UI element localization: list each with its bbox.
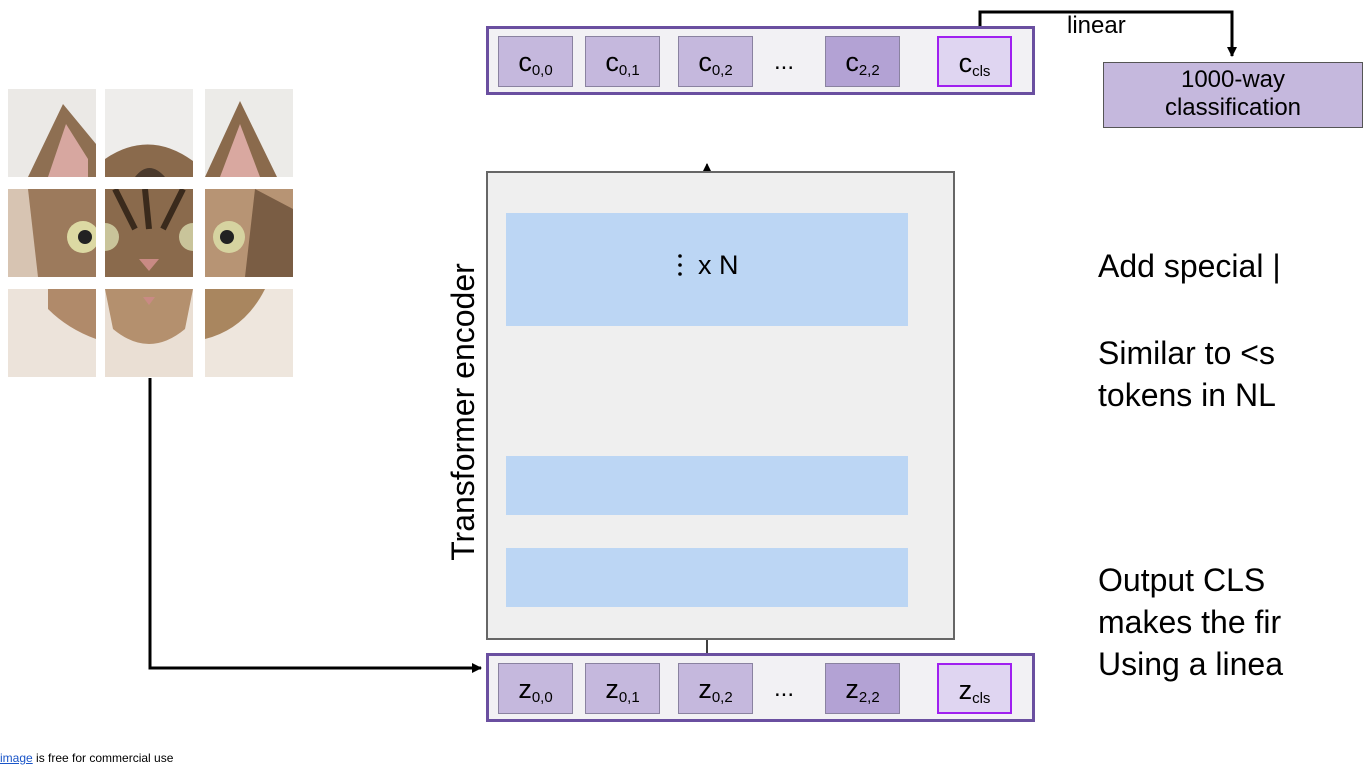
image-patch	[8, 189, 96, 277]
image-credit-text: is free for commercial use	[32, 751, 174, 765]
input-token: z0,1	[585, 663, 660, 714]
image-credit: image is free for commercial use	[0, 751, 173, 765]
class-line-2: classification	[1164, 94, 1302, 121]
output-token: c0,2	[678, 36, 753, 87]
image-credit-link[interactable]: image	[0, 751, 33, 765]
encoder-layer	[506, 213, 908, 272]
side-text-line: Using a linea	[1098, 646, 1283, 682]
image-patch	[105, 89, 193, 177]
encoder-layer	[506, 267, 908, 326]
encoder-layer	[506, 548, 908, 607]
output-token: c0,0	[498, 36, 573, 87]
linear-label: linear	[1067, 12, 1126, 39]
side-text-line: Output CLS	[1098, 562, 1266, 598]
image-patch	[8, 89, 96, 177]
classification-box: 1000-way classification	[1103, 62, 1363, 128]
side-text-line: tokens in NL	[1098, 377, 1276, 413]
class-line-1: 1000-way	[1180, 66, 1286, 93]
patch-to-embedding-arrow	[148, 378, 482, 673]
image-patch	[205, 289, 293, 377]
input-token: z0,2	[678, 663, 753, 714]
encoder-layer	[506, 456, 908, 515]
input-cls-token: zcls	[937, 663, 1012, 714]
image-patch	[205, 189, 293, 277]
input-token: z2,2	[825, 663, 900, 714]
image-patch	[105, 189, 193, 277]
side-text-line: Similar to <s	[1098, 335, 1275, 371]
image-patch	[8, 289, 96, 377]
side-text-line: Add special |	[1098, 248, 1281, 284]
encoder-label: Transformer encoder	[445, 263, 481, 561]
image-patch	[105, 289, 193, 377]
side-text-line: makes the fir	[1098, 604, 1282, 640]
input-token-row: z0,0 z0,1 z0,2 ... z2,2 zcls	[486, 653, 1035, 722]
input-token: z0,0	[498, 663, 573, 714]
vertical-ellipsis-icon	[678, 254, 682, 276]
image-patch	[205, 89, 293, 177]
output-cls-token: ccls	[937, 36, 1012, 87]
repeat-label: x N	[698, 250, 739, 280]
output-token: c2,2	[825, 36, 900, 87]
output-token-row: c0,0 c0,1 c0,2 ... c2,2 ccls	[486, 26, 1035, 95]
ellipsis: ...	[773, 675, 794, 702]
ellipsis: ...	[773, 48, 794, 75]
output-token: c0,1	[585, 36, 660, 87]
